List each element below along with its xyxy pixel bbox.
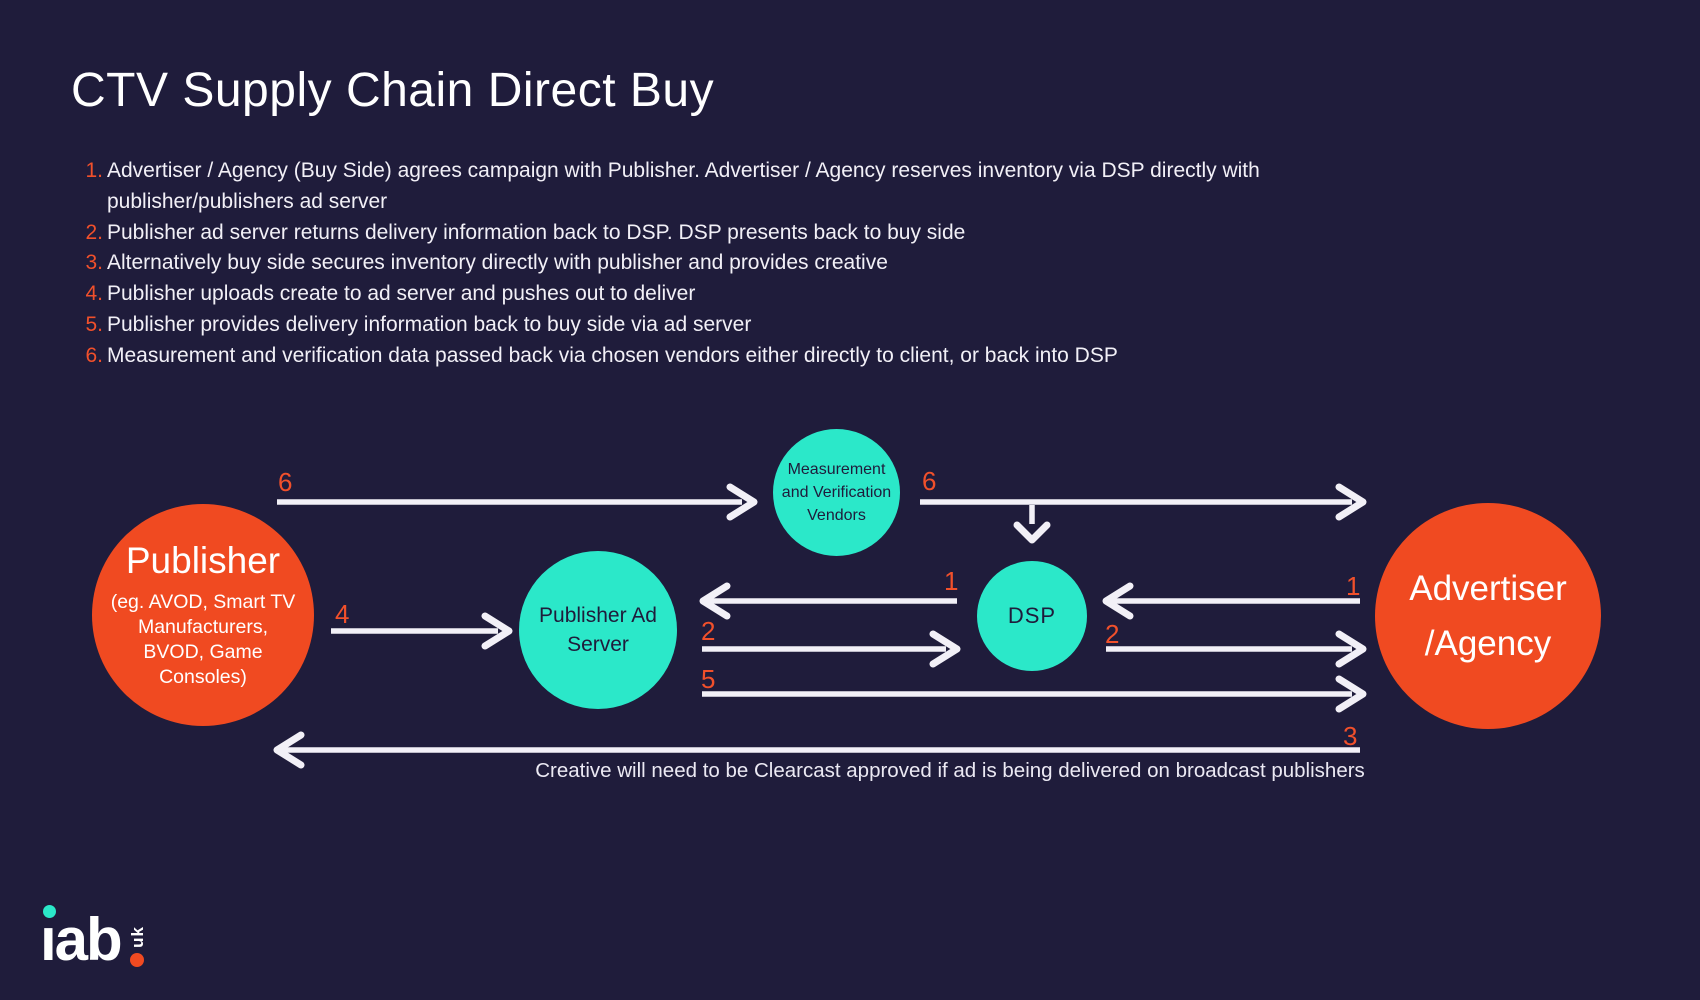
publisher-title: Publisher (125, 540, 281, 581)
brand-text: ıab (40, 906, 123, 973)
teal-dot-icon (43, 905, 56, 918)
step-number: 1. (85, 159, 103, 182)
step-number: 3. (85, 251, 103, 275)
step-item: 4. Publisher uploads create to ad server… (78, 279, 1340, 310)
region-text: uk (127, 926, 147, 948)
step-text: Publisher uploads create to ad server an… (107, 282, 696, 306)
arrow-1-dsp-to-adserver (699, 582, 957, 620)
arrow-label-3: 3 (1343, 721, 1358, 751)
step-number: 5. (85, 312, 103, 336)
step-item: 3. Alternatively buy side secures invent… (78, 248, 1340, 279)
publisher-subtitle: (eg. AVOD, Smart TV Manufacturers, BVOD,… (110, 591, 296, 688)
arrow-label-6-right: 6 (922, 466, 937, 496)
clearcast-caption: Creative will need to be Clearcast appro… (535, 759, 1365, 782)
node-dsp: DSP (977, 561, 1087, 671)
arrow-2-dsp-to-advertiser (1106, 630, 1367, 668)
step-text: Publisher ad server returns delivery inf… (107, 220, 966, 244)
step-text: Publisher provides delivery information … (107, 312, 752, 336)
node-advertiser-agency: Advertiser /Agency (1375, 503, 1601, 729)
region-column: uk (127, 926, 147, 968)
arrow-label-4: 4 (335, 599, 350, 629)
arrow-2-adserver-to-dsp (702, 630, 961, 668)
page-title: CTV Supply Chain Direct Buy (71, 64, 715, 117)
arrow-label-1-right: 1 (1346, 571, 1361, 601)
node-measurement-vendors: Measurement and Verification Vendors (773, 429, 900, 556)
arrow-label-5: 5 (701, 664, 716, 694)
step-number: 6. (85, 343, 103, 367)
iab-uk-logo: ıab uk (40, 904, 147, 973)
arrow-4-publisher-to-adserver (331, 612, 513, 650)
arrow-label-2-left: 2 (701, 616, 716, 646)
step-text: Alternatively buy side secures inventory… (107, 251, 888, 275)
arrow-6-publisher-to-vendors (277, 483, 758, 521)
arrow-label-6-left: 6 (278, 467, 293, 497)
arrow-5-adserver-to-advertiser (702, 675, 1367, 713)
advertiser-line-1: Advertiser (1409, 569, 1567, 608)
orange-dot-icon (130, 953, 145, 967)
node-publisher: Publisher (eg. AVOD, Smart TV Manufactur… (92, 504, 314, 726)
arrow-1-advertiser-to-dsp (1102, 582, 1360, 620)
arrow-6-vendors-to-advertiser (920, 483, 1367, 521)
node-publisher-ad-server: Publisher Ad Server (519, 551, 677, 709)
measurement-vendors-label: Measurement and Verification Vendors (781, 461, 892, 524)
arrow-label-1-left: 1 (944, 566, 959, 596)
step-item: 6. Measurement and verification data pas… (78, 341, 1340, 372)
step-item: 1. Advertiser / Agency (Buy Side) agrees… (78, 156, 1340, 218)
step-text: Measurement and verification data passed… (107, 343, 1118, 367)
steps-list: 1. Advertiser / Agency (Buy Side) agrees… (78, 156, 1340, 372)
dsp-label: DSP (1007, 603, 1057, 628)
step-number: 4. (85, 282, 103, 306)
advertiser-line-2: /Agency (1424, 624, 1552, 663)
step-text: Advertiser / Agency (Buy Side) agrees ca… (107, 159, 1260, 213)
step-item: 2. Publisher ad server returns delivery … (78, 218, 1340, 249)
step-item: 5. Publisher provides delivery informati… (78, 310, 1340, 341)
publisher-ad-server-label: Publisher Ad Server (539, 604, 657, 656)
step-number: 2. (85, 220, 103, 244)
arrow-label-2-right: 2 (1105, 619, 1120, 649)
arrow-6-branch-to-dsp (1013, 505, 1051, 544)
